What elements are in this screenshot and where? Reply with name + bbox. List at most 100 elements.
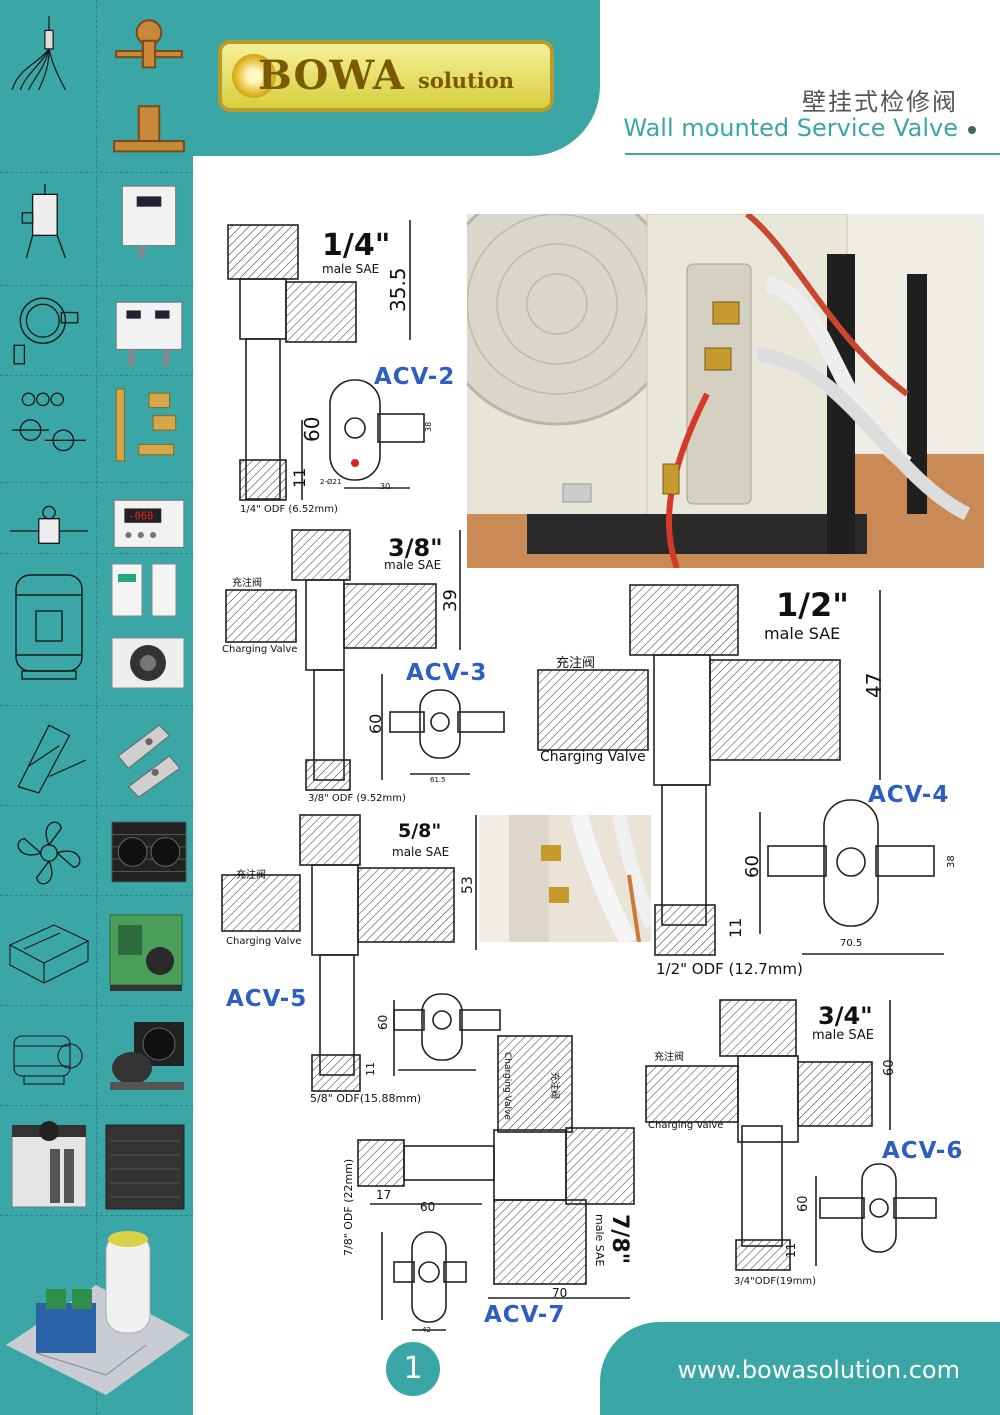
acv3-conn: male SAE <box>384 558 442 572</box>
acv5-model: ACV-5 <box>226 986 308 1012</box>
sidebar-divider <box>0 553 193 554</box>
acv3-odf: 3/8" ODF (9.52mm) <box>308 793 406 804</box>
acv3-dim-height: 39 <box>440 589 461 612</box>
acv4-charging-en: Charging Valve <box>540 749 646 765</box>
hinge-drawing-icon <box>8 715 90 797</box>
brand-logo: BOWA solution <box>218 40 554 112</box>
acv6-odf: 3/4"ODF(19mm) <box>734 1276 817 1287</box>
sidebar-divider <box>0 805 193 806</box>
acv6-dim-height: 60 <box>882 1059 897 1076</box>
sidebar-divider <box>0 895 193 896</box>
sidebar-divider <box>0 1215 193 1216</box>
acv4-odf: 1/2" ODF (12.7mm) <box>656 960 803 978</box>
acv2-conn: male SAE <box>322 262 380 276</box>
acv3-size: 3/8" <box>388 534 443 562</box>
acv5-charging-cn: 充注阀 <box>236 870 266 881</box>
sidebar-divider <box>0 172 193 173</box>
acv4-dim-bracket-height: 38 <box>946 855 957 868</box>
acv2-odf: 1/4" ODF (6.52mm) <box>240 504 338 515</box>
acv5-size: 5/8" <box>398 820 442 842</box>
acv7-dim-length: 60 <box>420 1200 436 1214</box>
acv7-charging-en: Charging Valve <box>502 1052 512 1120</box>
logo-emblem-icon <box>232 54 276 98</box>
refrigeration-rack-icon <box>6 1225 190 1395</box>
acv7-size: 7/8" <box>607 1214 632 1265</box>
acv5-dim-height: 53 <box>460 876 476 894</box>
acv2-size: 1/4" <box>322 228 391 263</box>
sidebar-divider <box>0 285 193 286</box>
acv7-dim-width: 70 <box>552 1286 568 1300</box>
acv5-dim-socket: 11 <box>364 1062 377 1076</box>
temperature-controller-icon: -060 <box>108 490 190 572</box>
page-number: 1 <box>386 1342 440 1396</box>
acv4-model: ACV-4 <box>868 782 950 808</box>
svg-text:-060: -060 <box>129 511 154 523</box>
acv2-dim-holes: 2-Ø21 <box>320 478 342 486</box>
acv4-charging-cn: 充注阀 <box>556 656 596 671</box>
condenser-coil-icon <box>108 812 190 894</box>
heat-pump-unit-icon <box>102 1115 188 1213</box>
acv2-dim-bracket-height: 38 <box>424 421 433 432</box>
acv7-dim-bracket-width: 42 <box>422 1326 431 1334</box>
acv2-dim-length: 60 <box>300 416 324 442</box>
acv7-dim-socket: 17 <box>376 1188 392 1202</box>
acv3-dim-bracket-width: 61.5 <box>430 776 446 784</box>
acv2-dim-height: 35.5 <box>386 267 410 312</box>
acv5-conn: male SAE <box>392 845 450 859</box>
acv6-charging-cn: 充注阀 <box>654 1052 684 1063</box>
website-link[interactable]: www.bowasolution.com <box>677 1356 961 1384</box>
acv4-conn: male SAE <box>764 624 841 643</box>
sidebar-divider <box>0 482 193 483</box>
sidebar-divider <box>0 705 193 706</box>
pressure-switch-icon <box>8 180 90 262</box>
installed-valve-photo <box>467 214 984 568</box>
title-dot <box>968 126 976 134</box>
product-sidebar: -060 <box>0 0 193 1415</box>
page-title: Wall mounted Service Valve <box>623 114 958 142</box>
sidebar-divider <box>0 1005 193 1006</box>
acv6-model: ACV-6 <box>882 1138 964 1164</box>
compressor-unit-icon <box>104 1012 190 1098</box>
acv4-dim-height: 47 <box>862 672 886 698</box>
acv6-size: 3/4" <box>818 1002 873 1030</box>
acv6-charging-en: Charging Valve <box>648 1120 724 1131</box>
acv2-dim-socket: 11 <box>290 467 309 488</box>
capillary-distributor-icon <box>8 12 90 94</box>
water-chiller-icon <box>6 1115 92 1213</box>
valve-closeup-photo <box>479 815 651 942</box>
scroll-compressor-icon <box>6 565 92 685</box>
filter-drier-icon <box>8 490 90 572</box>
pressure-control-icon <box>108 180 190 262</box>
acv4-size: 1/2" <box>776 586 849 624</box>
acv6-dim-socket: 11 <box>784 1242 798 1258</box>
motor-drawing-icon <box>4 1012 92 1098</box>
acv7-charging-cn: 充注阀 <box>549 1072 559 1100</box>
door-hinge-icon <box>108 715 190 798</box>
title-underline <box>625 153 1000 155</box>
sidebar-divider <box>96 0 97 1415</box>
acv3-charging-cn: 充注阀 <box>232 578 262 589</box>
acv4-dim-length: 60 <box>742 855 763 878</box>
sight-glass-icon <box>8 385 90 467</box>
acv7-odf: 7/8" ODF (22mm) <box>342 1158 355 1256</box>
acv5-charging-en: Charging Valve <box>226 936 302 947</box>
brand-name: BOWA <box>258 52 405 99</box>
relay-module-icon <box>108 560 188 620</box>
acv3-model: ACV-3 <box>406 660 488 686</box>
dual-pressure-control-icon <box>108 292 190 374</box>
brass-fittings-icon <box>108 385 190 467</box>
solenoid-valve-icon <box>108 96 190 178</box>
acv5-odf: 5/8" ODF(15.88mm) <box>310 1092 422 1105</box>
acv7-model: ACV-7 <box>484 1302 566 1328</box>
acv4-dim-bracket-width: 70.5 <box>840 938 863 949</box>
fan-blade-icon <box>8 812 90 894</box>
fan-coil-unit-icon <box>4 905 92 997</box>
acv3-dim-length: 60 <box>366 713 385 734</box>
expansion-valve-icon <box>108 10 190 92</box>
condensing-unit-icon <box>104 905 190 997</box>
footer-banner <box>600 1322 1000 1415</box>
acv4-dim-socket: 11 <box>726 917 745 938</box>
unit-cooler-icon <box>108 630 188 696</box>
acv2-dim-bracket-width: 30 <box>380 482 391 491</box>
